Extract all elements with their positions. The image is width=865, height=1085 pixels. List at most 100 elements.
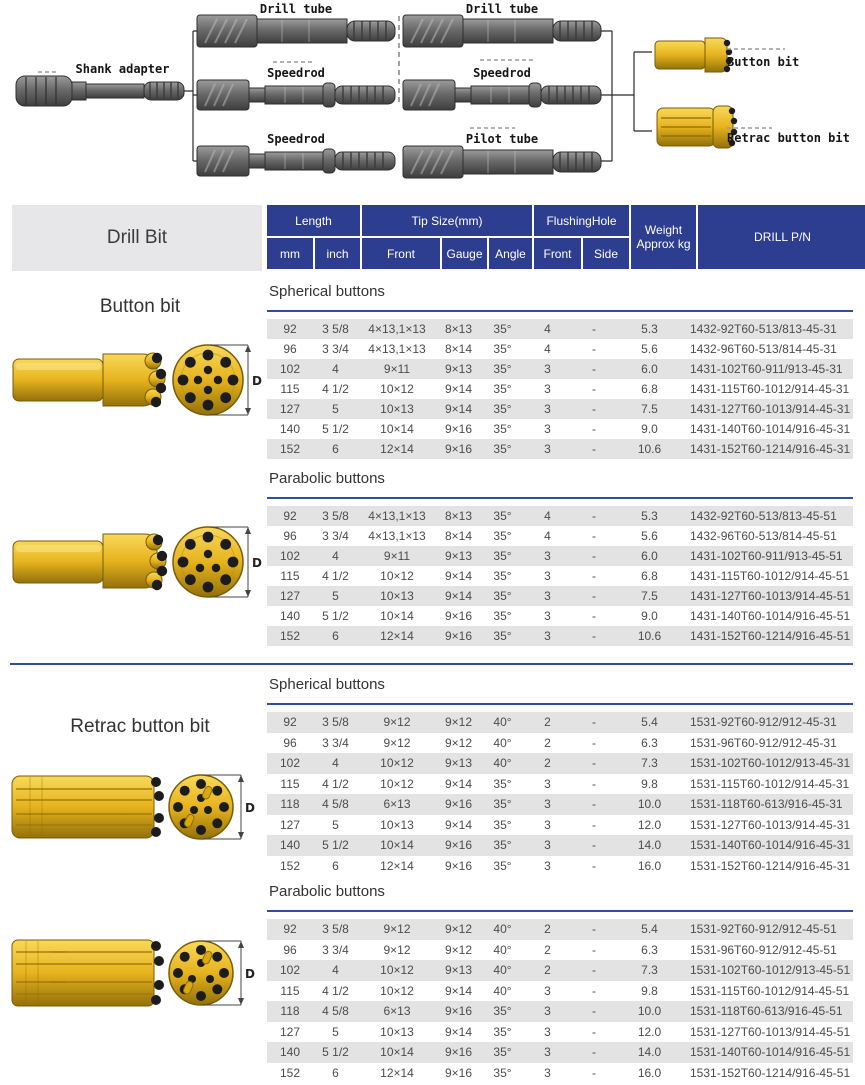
length-inch: 5 1/2 (322, 422, 349, 436)
flush-front: 4 (544, 322, 551, 336)
tip-front: 10×14 (380, 838, 414, 853)
col-header-tip-size: Tip Size(mm) (362, 205, 532, 236)
weight: 6.8 (641, 569, 658, 583)
tip-gauge: 9×12 (444, 715, 473, 730)
length-mm: 96 (283, 529, 297, 543)
weight: 5.3 (641, 509, 658, 523)
diameter-dimension (210, 344, 251, 416)
col-header-side: Side (583, 238, 629, 269)
diameter-label: D (245, 801, 255, 815)
flush-side: - (592, 402, 596, 416)
section-divider (10, 663, 853, 665)
tip-front: 10×12 (380, 382, 414, 396)
weight: 6.3 (641, 735, 658, 750)
button-bit-diagram-label: Button bit (727, 55, 800, 69)
retrac-face-view (168, 774, 234, 840)
tip-angle: 35° (493, 817, 512, 832)
tip-front: 12×14 (380, 1065, 414, 1080)
tip-front: 6×13 (383, 797, 411, 812)
flush-front: 3 (544, 629, 551, 643)
tip-front: 10×12 (380, 756, 414, 771)
tip-angle: 40° (493, 715, 512, 730)
part-number: 1531-102T60-1012/913-45-51 (690, 963, 851, 978)
weight: 7.3 (641, 963, 658, 978)
flush-front: 3 (544, 1004, 551, 1019)
retrac-parabolic-illustration: D (11, 939, 255, 1007)
part-number: 1531-127T60-1013/914-45-51 (690, 1024, 851, 1039)
length-mm: 96 (283, 942, 297, 957)
length-mm: 102 (279, 362, 301, 376)
button-bit-section-title: Button bit (99, 296, 181, 317)
drill-string-diagram (15, 14, 785, 179)
retrac-face-view (168, 940, 234, 1006)
length-inch: 5 1/2 (322, 609, 349, 623)
tip-angle: 40° (493, 735, 512, 750)
tip-front: 10×14 (380, 1045, 414, 1060)
flush-side: - (592, 1004, 596, 1019)
tip-gauge: 8×14 (444, 529, 473, 543)
col-header-drill-pn: DRILL P/N (698, 205, 865, 269)
diameter-label: D (245, 967, 255, 981)
length-inch: 3 3/4 (322, 735, 349, 750)
tip-gauge: 9×16 (444, 442, 473, 456)
length-mm: 152 (279, 858, 301, 873)
tip-angle: 35° (493, 776, 512, 791)
tip-angle: 40° (493, 942, 512, 957)
length-mm: 102 (279, 756, 301, 771)
tip-front: 10×14 (380, 609, 414, 623)
weight: 14.0 (637, 1045, 662, 1060)
group-heading: Spherical buttons (267, 283, 853, 312)
tip-gauge: 9×12 (444, 735, 473, 750)
button-bit-spherical-illustration: D (12, 344, 262, 416)
part-number: 1431-127T60-1013/914-45-31 (690, 402, 851, 416)
col-header-weight: Weight Approx kg (631, 205, 696, 269)
part-number: 1531-102T60-1012/913-45-31 (690, 756, 851, 771)
part-number: 1531-115T60-1012/914-45-31 (690, 776, 850, 791)
length-mm: 96 (283, 342, 297, 356)
part-number: 1431-140T60-1014/916-45-51 (690, 609, 851, 623)
length-inch: 5 (332, 817, 339, 832)
flush-side: - (592, 1065, 596, 1080)
length-mm: 118 (280, 797, 300, 812)
length-inch: 4 1/2 (322, 382, 349, 396)
flush-side: - (592, 922, 596, 937)
part-number: 1432-92T60-513/813-45-51 (690, 509, 837, 523)
tip-front: 12×14 (380, 858, 414, 873)
length-mm: 92 (283, 715, 297, 730)
tip-front: 10×13 (380, 402, 414, 416)
part-number: 1431-115T60-1012/914-45-31 (690, 382, 850, 396)
length-inch: 4 1/2 (322, 569, 349, 583)
tip-gauge: 9×14 (444, 776, 473, 791)
tip-front: 4×13,1×13 (368, 529, 426, 543)
length-inch: 4 (332, 756, 339, 771)
length-inch: 4 5/8 (322, 797, 349, 812)
tip-gauge: 9×16 (444, 797, 473, 812)
part-number: 1531-152T60-1214/916-45-31 (690, 858, 851, 873)
tip-angle: 35° (493, 569, 512, 583)
weight: 5.4 (641, 922, 658, 937)
weight: 6.0 (641, 362, 658, 376)
strikethrough-artifacts (38, 48, 785, 129)
tip-angle: 35° (493, 629, 512, 643)
group-heading: Parabolic buttons (267, 470, 853, 499)
flush-side: - (592, 609, 596, 623)
tip-front: 10×12 (380, 963, 414, 978)
length-inch: 5 (332, 589, 339, 603)
length-mm: 92 (283, 322, 297, 336)
tip-angle: 35° (493, 1065, 512, 1080)
button-bit-face-view (172, 526, 244, 598)
